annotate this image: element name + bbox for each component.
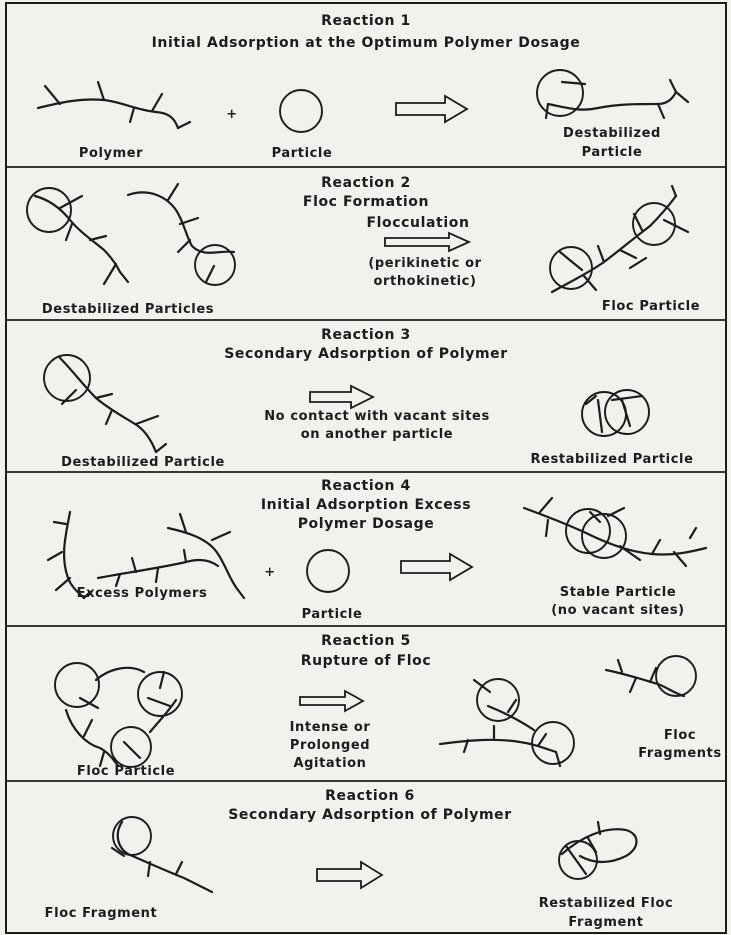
reaction-5-title: Reaction 5: [321, 633, 411, 649]
plus-sign: +: [264, 565, 276, 580]
particle-circle: [280, 90, 322, 132]
product-label-line1: Floc: [664, 728, 696, 743]
product-label: Floc Particle: [602, 299, 700, 314]
particle-label: Particle: [302, 607, 363, 622]
reaction-4-panel: Reaction 4 Initial Adsorption Excess Pol…: [48, 478, 706, 622]
plus-sign: +: [226, 107, 238, 122]
reactant-label: Floc Particle: [77, 764, 175, 779]
reactant-label: Floc Fragment: [45, 906, 158, 921]
reactant-label: Destabilized Particle: [61, 455, 225, 470]
stable-particle: [524, 498, 706, 566]
product-label-line2: (no vacant sites): [551, 603, 684, 618]
reaction-arrow: [396, 96, 467, 122]
reaction-arrow: [385, 233, 469, 251]
destabilized-particle: [537, 70, 688, 118]
reaction-5-subtitle: Rupture of Floc: [301, 653, 432, 669]
condition-line1: No contact with vacant sites: [264, 409, 490, 424]
particle-circle: [307, 550, 349, 592]
reaction-4-title: Reaction 4: [321, 478, 411, 494]
product-label-line1: Stable Particle: [560, 585, 676, 600]
restabilized-floc-fragment: [559, 822, 637, 879]
reaction-4-subtitle-line2: Polymer Dosage: [298, 516, 435, 532]
reaction-arrow: [300, 691, 363, 711]
reaction-6-panel: Reaction 6 Secondary Adsorption of Polym…: [45, 788, 674, 930]
reaction-3-subtitle: Secondary Adsorption of Polymer: [224, 346, 508, 362]
destabilized-particle-with-polymer: [44, 355, 166, 452]
product-label-line2: Particle: [582, 145, 643, 160]
floc-particle-before: [55, 663, 182, 767]
reaction-6-subtitle: Secondary Adsorption of Polymer: [228, 807, 512, 823]
restabilized-particle: [582, 390, 649, 436]
reaction-3-panel: Reaction 3 Secondary Adsorption of Polym…: [44, 327, 694, 470]
condition-line2: Prolonged: [290, 738, 370, 753]
destabilized-particles: [27, 184, 235, 285]
reaction-arrow: [317, 862, 382, 888]
reaction-1-title: Reaction 1: [321, 13, 411, 29]
flocculation-label: Flocculation: [366, 215, 469, 231]
reaction-5-panel: Reaction 5 Rupture of Floc Intense or Pr…: [55, 633, 722, 779]
reaction-3-title: Reaction 3: [321, 327, 411, 343]
reactant-label: Destabilized Particles: [42, 302, 214, 317]
condition-line1: (perikinetic or: [368, 256, 481, 271]
product-label-line2: Fragment: [568, 915, 643, 930]
reaction-1-panel: Reaction 1 Initial Adsorption at the Opt…: [38, 13, 688, 161]
product-label-line2: Fragments: [638, 746, 722, 761]
reaction-2-title: Reaction 2: [321, 175, 411, 191]
condition-line1: Intense or: [290, 720, 371, 735]
condition-line3: Agitation: [293, 756, 366, 771]
floc-fragment-right: [606, 656, 696, 696]
reaction-2-subtitle: Floc Formation: [303, 194, 429, 210]
reaction-arrow: [401, 554, 472, 580]
polymer-chain: [38, 82, 190, 128]
condition-line2: on another particle: [301, 427, 453, 442]
polymer-label: Polymer: [79, 146, 143, 161]
reactant-label: Excess Polymers: [77, 586, 208, 601]
product-label-line1: Restabilized Floc: [539, 896, 674, 911]
floc-particle: [550, 186, 688, 292]
reaction-2-panel: Reaction 2 Floc Formation Flocculation (…: [27, 175, 700, 317]
reaction-arrow: [310, 386, 373, 408]
reaction-1-subtitle: Initial Adsorption at the Optimum Polyme…: [152, 35, 581, 51]
particle-label: Particle: [272, 146, 333, 161]
reaction-4-subtitle-line1: Initial Adsorption Excess: [261, 497, 471, 513]
reaction-6-title: Reaction 6: [325, 788, 415, 804]
floc-fragment: [112, 817, 212, 892]
product-label: Restabilized Particle: [530, 452, 693, 467]
product-label-line1: Destabilized: [563, 126, 661, 141]
floc-fragment-left: [440, 679, 574, 766]
condition-line2: orthokinetic): [373, 274, 476, 289]
